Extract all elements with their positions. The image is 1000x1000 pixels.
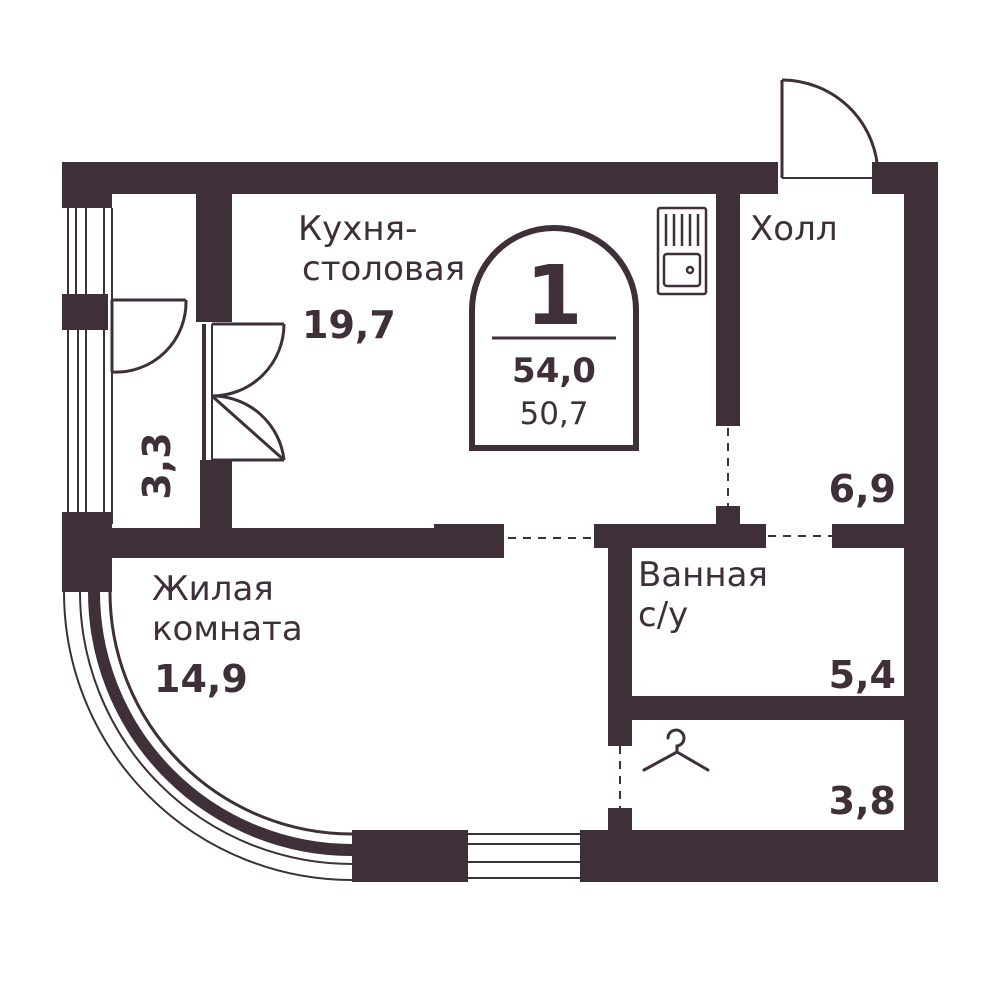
living-room-area: 14,9 — [154, 657, 248, 701]
hanger-icon — [642, 728, 710, 772]
bathroom-name-line2: с/у — [638, 595, 688, 635]
wall-top — [62, 162, 778, 194]
sink-icon — [656, 206, 708, 296]
living-room-name-line1: Жилая — [152, 569, 274, 609]
room-count: 1 — [525, 249, 582, 344]
wall-bath-bottom — [608, 696, 908, 720]
openings — [508, 428, 832, 808]
wall-left-mid — [62, 294, 108, 330]
wall-left-top — [62, 162, 112, 208]
hall-area: 6,9 — [829, 467, 896, 511]
living-area: 50,7 — [519, 396, 588, 432]
double-door — [202, 322, 286, 462]
walls — [62, 162, 938, 882]
bathroom-name-line1: Ванная — [638, 555, 768, 595]
wall-hall-left — [716, 194, 740, 426]
apartment-badge: 1 54,0 50,7 — [469, 225, 639, 451]
wall-bottom-right — [580, 830, 938, 882]
balcony-area: 3,3 — [135, 432, 179, 499]
door-swing-icon — [780, 78, 880, 179]
wall-hall-stub — [716, 506, 740, 528]
windows — [63, 208, 580, 881]
living-room-name-line2: комната — [152, 609, 303, 649]
wall-wardrobe-stub — [608, 808, 632, 838]
wall-balcony-bottom — [200, 460, 232, 540]
wall-balcony-top — [196, 194, 232, 322]
doors — [110, 78, 880, 462]
bathroom-area: 5,4 — [829, 653, 896, 697]
wall-kitchen-living-end — [434, 524, 504, 558]
kitchen-name-line2: столовая — [302, 249, 465, 289]
wall-kitchen-living — [62, 528, 440, 558]
kitchen-area: 19,7 — [302, 303, 396, 347]
wall-bath-top-right — [832, 524, 908, 548]
kitchen-name-line1: Кухня- — [298, 209, 417, 249]
total-area: 54,0 — [512, 351, 596, 391]
wall-right — [904, 162, 938, 882]
wall-bottom-left — [352, 830, 468, 882]
hall-name: Холл — [750, 209, 838, 249]
wardrobe-area: 3,8 — [829, 779, 896, 823]
balcony-door — [110, 298, 188, 374]
